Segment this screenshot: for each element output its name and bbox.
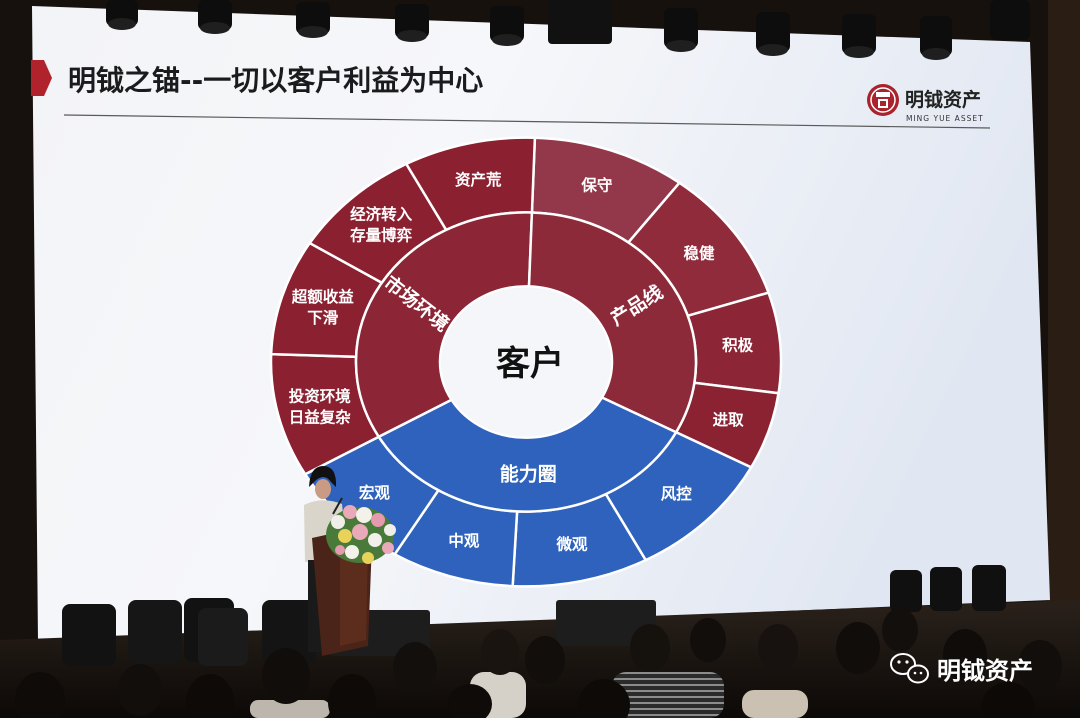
audience-head [690,618,726,662]
stage-light [198,608,248,666]
stage-light [972,565,1006,611]
podium-front [340,544,368,646]
right-wall [1048,0,1080,640]
watermark-text: 明钺资产 [937,657,1033,685]
ceiling-lights [106,0,1030,60]
stage-light [262,600,316,664]
segment-label-line: 经济转入 [350,205,413,224]
audience-head [836,622,880,674]
customer-sunburst-diagram: 保守稳健积极进取风控微观中观宏观投资环境日益复杂超额收益下滑经济转入存量博弈资产… [269,136,783,588]
floor-stage-lights [62,565,1006,666]
audience-head [481,629,519,675]
audience-head [943,629,987,681]
segment-label-line: 进取 [713,411,745,429]
microphone [332,497,343,515]
ceiling-light [990,0,1030,40]
ceiling-light [920,16,952,60]
wechat-watermark: 明钺资产 [890,653,1033,685]
company-seal-icon [867,84,899,116]
audience-head [15,672,65,718]
audience-head [448,684,492,718]
slide-header: 明钺之锚--一切以客户利益为中心 明钺资产 MING YUE ASSET [31,60,991,129]
segment-label-line: 投资环境 [289,387,352,406]
segment-micro-label: 微观 [555,535,588,554]
stage-speaker [556,600,656,646]
ceiling-light [198,0,232,34]
segment-excess-return-label: 超额收益下滑 [291,287,355,327]
segment-label-line: 存量博弈 [350,226,413,245]
segment-label-line: 保守 [580,176,612,195]
segment-positive-label: 积极 [722,336,754,355]
wechat-icon [890,653,929,684]
audience-head [882,608,918,652]
audience-shirt [742,690,808,718]
segment-label-line: 风控 [661,484,693,503]
audience-head [262,648,310,704]
audience [15,608,1062,718]
segment-investment-environment-label: 投资环境日益复杂 [289,387,352,427]
segment-label-line: 中观 [448,531,480,550]
presenter-face [315,479,331,499]
audience-head [118,664,162,716]
segment-steady-label: 稳健 [683,243,715,262]
audience-head [525,636,565,684]
segment-label-line: 微观 [555,535,588,554]
ceiling-light [842,14,876,58]
segment-label-line: 积极 [722,336,754,355]
segment-label-line: 超额收益 [291,287,355,306]
ceiling-light [296,2,330,38]
stage-light [62,604,116,666]
ceiling-light [395,4,429,42]
ceiling-light [756,12,790,56]
ceiling-light [490,6,524,46]
segment-label-line: 稳健 [683,243,715,262]
logo-subtitle: MING YUE ASSET [906,114,984,123]
ceiling-light [106,0,138,30]
segment-macro-label: 宏观 [359,483,391,502]
segment-risk-control-label: 风控 [661,484,693,503]
audience-shirt [612,672,724,718]
audience-shirt [250,700,330,718]
stage-light [128,600,182,664]
flower-arrangement [326,505,396,564]
segment-asset-shortage-label: 资产荒 [455,170,502,189]
segment-label-line: 日益复杂 [289,408,352,427]
segment-conservative-label: 保守 [580,176,612,195]
red-chevron-icon [31,60,52,96]
slide-title: 明钺之锚--一切以客户利益为中心 [68,64,483,97]
audience-head [393,642,437,694]
audience-head [630,624,670,672]
company-logo: 明钺资产 MING YUE ASSET [867,84,984,123]
logo-name: 明钺资产 [905,88,981,111]
segment-label-line: 宏观 [359,483,391,502]
stage-light [930,567,962,611]
ceiling-light [664,8,698,52]
segment-label-line: 下滑 [307,309,339,327]
presenter-hair [309,466,337,487]
stage-light [890,570,922,612]
audience-head [578,679,630,718]
center-circle [439,285,613,439]
audience-head [758,624,798,672]
audience-head [328,674,376,718]
segment-meso-label: 中观 [448,531,480,550]
audience-head [186,674,234,718]
audience-head [982,682,1034,718]
ceiling-light [548,0,612,44]
segment-label-line: 资产荒 [455,170,502,189]
audience-head [1018,640,1062,692]
title-underline [63,114,991,129]
segment-capability-circle-label: 能力圈 [500,463,557,486]
segment-aggressive-label: 进取 [713,411,745,429]
segment-stock-game-label: 经济转入存量博弈 [350,205,413,245]
center-label-customer: 客户 [496,344,564,384]
